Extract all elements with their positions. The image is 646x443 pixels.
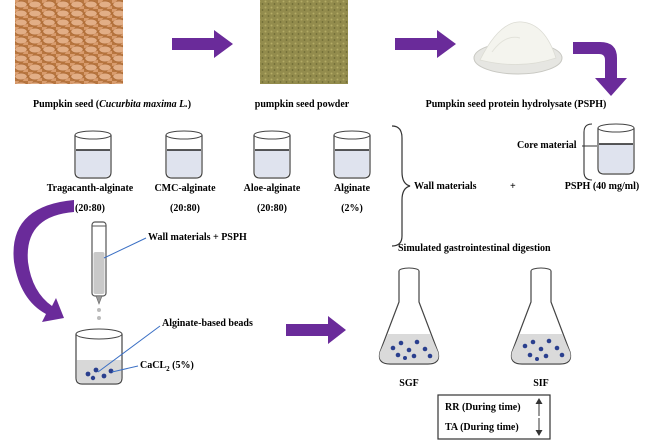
beaker-alginate bbox=[333, 130, 371, 179]
cmc-alginate-label: CMC-alginate bbox=[154, 183, 216, 194]
tragacanth-alginate-label: Tragacanth-alginate bbox=[46, 183, 134, 194]
pumpkin-seed-powder-label: pumpkin seed powder bbox=[254, 99, 350, 110]
core-material-label: Core material bbox=[517, 140, 577, 151]
pumpkin-seed-image bbox=[15, 0, 123, 84]
pumpkin-seed-powder-image bbox=[260, 0, 348, 84]
cacl2-label: CaCL2 (5%) bbox=[140, 360, 194, 373]
aloe-alginate-label: Aloe-alginate bbox=[243, 183, 301, 194]
flask-sgf bbox=[378, 267, 440, 365]
cmc-alginate-ratio: (20:80) bbox=[170, 203, 200, 214]
plus-sign: + bbox=[510, 181, 516, 192]
pumpkin-seed-label: Pumpkin seed (Cucurbita maxima L.) bbox=[33, 99, 192, 110]
result-box bbox=[437, 394, 551, 440]
aloe-alginate-ratio: (20:80) bbox=[257, 203, 287, 214]
beaker-aloe bbox=[253, 130, 291, 179]
flask-sif bbox=[510, 267, 572, 365]
beaker-tragacanth bbox=[74, 130, 112, 179]
alginate-label: Alginate bbox=[333, 183, 371, 194]
wall-materials-label: Wall materials bbox=[414, 181, 477, 192]
psph-label: Pumpkin seed protein hydrolysate (PSPH) bbox=[425, 99, 607, 110]
arrow-to-digestion bbox=[286, 316, 346, 344]
wall-materials-brace bbox=[391, 125, 411, 247]
arrow-powder-to-psph bbox=[395, 30, 456, 58]
sgf-label: SGF bbox=[399, 378, 419, 389]
arrow-seed-to-powder bbox=[172, 30, 233, 58]
digestion-title: Simulated gastrointestinal digestion bbox=[398, 243, 551, 254]
alginate-ratio: (2%) bbox=[341, 203, 363, 214]
syringe bbox=[91, 221, 107, 320]
curved-arrow-psph-down bbox=[573, 42, 627, 96]
pointer-lines bbox=[97, 237, 161, 373]
curved-arrow-to-encapsulation bbox=[13, 200, 74, 322]
beads-label: Alginate-based beads bbox=[162, 318, 253, 329]
core-bracket bbox=[582, 123, 597, 181]
beaker-cmc bbox=[165, 130, 203, 179]
rr-label: RR (During time) bbox=[445, 402, 521, 413]
cacl2-beaker bbox=[75, 328, 123, 385]
syringe-label: Wall materials + PSPH bbox=[148, 232, 247, 243]
psph-concentration-label: PSPH (40 mg/ml) bbox=[564, 181, 640, 192]
sif-label: SIF bbox=[533, 378, 549, 389]
ta-label: TA (During time) bbox=[445, 422, 519, 433]
psph-powder-image bbox=[470, 0, 566, 84]
tragacanth-alginate-ratio: (20:80) bbox=[75, 203, 105, 214]
beaker-psph bbox=[597, 123, 635, 175]
